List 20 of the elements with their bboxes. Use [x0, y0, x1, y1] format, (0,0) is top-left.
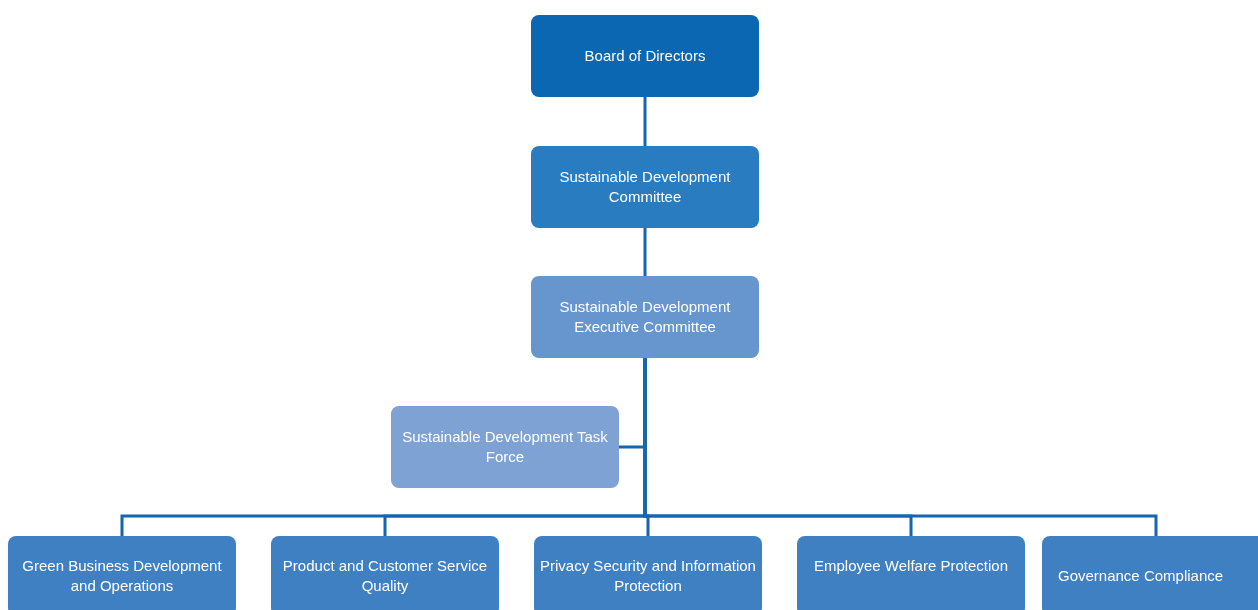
- box-label: Sustainable Development Committee: [558, 167, 732, 207]
- org-box: [8, 536, 236, 610]
- org-box: [797, 536, 1025, 610]
- connector-line: [643, 97, 647, 146]
- org-box: [534, 536, 762, 610]
- org-box: [531, 276, 759, 358]
- org-box: [1042, 536, 1258, 610]
- box-label: Sustainable Development Executive Committee: [558, 297, 732, 337]
- box-label: Employee Welfare Protection: [814, 556, 1008, 576]
- org-box: [531, 15, 759, 97]
- box-label: Privacy Security and Information Protection: [540, 556, 756, 596]
- box-label: Board of Directors: [584, 46, 706, 66]
- box-label: Governance Compliance: [1058, 566, 1224, 586]
- box-label: Green Business Development and Operations: [21, 556, 223, 596]
- org-box: [531, 146, 759, 228]
- connector-line: [643, 228, 647, 276]
- org-box: [271, 536, 499, 610]
- box-label: Sustainable Development Task Force: [401, 427, 609, 467]
- box-label: Product and Customer Service Quality: [281, 556, 489, 596]
- org-box: [391, 406, 619, 488]
